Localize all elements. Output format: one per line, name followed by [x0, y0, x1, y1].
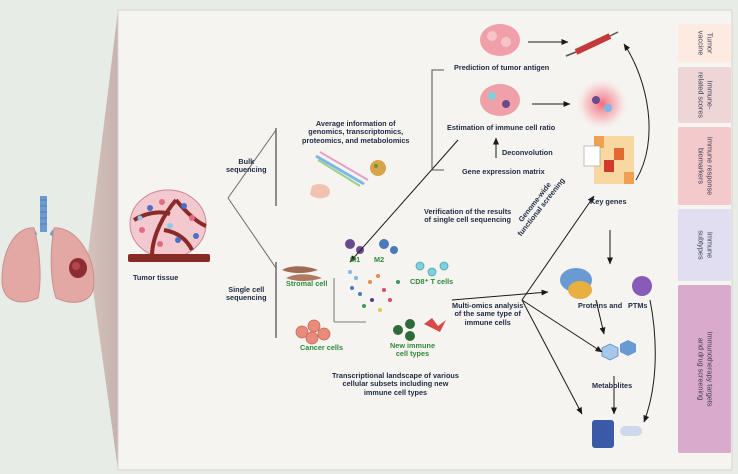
metabolites-icon	[601, 340, 636, 361]
sidebar-immune-related-scores-text: Immune- related scores	[696, 72, 715, 118]
zoom-wedge	[88, 10, 118, 470]
sidebar-immunotherapy-targets-text: Immunotherapy targets and drug screening	[696, 331, 715, 407]
tumor-tissue-label: Tumor tissue	[133, 273, 179, 282]
sidebar-immune-subtypes-text: Immune subtypes	[696, 230, 715, 260]
sidebar-immune-response-biomarkers-text: Immune response biomarkers	[696, 136, 715, 196]
immune-glow-icon	[576, 78, 628, 130]
multi-omics-label: Multi-omics analysis of the same type of…	[452, 301, 524, 327]
single-cell-sequencing-label: Single cell sequencing	[226, 285, 267, 303]
m2-label: M2	[374, 255, 385, 264]
cancer-cells-label: Cancer cells	[300, 343, 343, 352]
bulk-sequencing-label: Bulk sequencing	[226, 157, 267, 175]
transcriptional-landscape-label: Transcriptional landscape of various cel…	[332, 371, 459, 397]
vaccine-icon	[565, 31, 619, 57]
estimation-ratio-label: Estimation of immune cell ratio	[447, 123, 556, 132]
verification-label: Verification of the results of single ce…	[424, 207, 512, 225]
sidebar-immunotherapy-targets: Immunotherapy targets and drug screening	[678, 285, 731, 453]
flow-arrows	[349, 39, 656, 423]
bulk-omics-illustration	[310, 151, 386, 199]
proteins-icon	[560, 268, 592, 299]
umap-scatter	[348, 270, 400, 312]
new-immune-cell-types-label: New immune cell types	[390, 341, 436, 359]
bulk-info-label: Average information of genomics, transcr…	[302, 119, 410, 145]
drugs-icon	[592, 420, 642, 448]
main-panel	[117, 9, 733, 471]
stromal-cell-label: Stromal cell	[286, 279, 328, 288]
sidebar-immune-related-scores: Immune- related scores	[678, 67, 731, 123]
cd8-t-cells-label: CD8⁺ T cells	[410, 277, 454, 286]
immune-cells-icon	[480, 84, 520, 116]
tumor-antigen-icon	[480, 24, 520, 56]
key-genes-label: Key genes	[590, 197, 627, 206]
sidebar-immune-response-biomarkers: Immune response biomarkers	[678, 127, 731, 205]
m1-label: M1	[350, 255, 361, 264]
proteins-and-label: Proteins and	[578, 301, 623, 310]
prediction-antigen-label: Prediction of tumor antigen	[454, 63, 550, 72]
metabolites-label: Metabolites	[592, 381, 633, 390]
ptms-label: PTMs	[628, 301, 648, 310]
main-split-line	[227, 129, 277, 199]
sidebar-immune-subtypes: Immune subtypes	[678, 209, 731, 281]
ptms-icon	[632, 276, 652, 296]
tumor-tissue-illustration	[128, 189, 210, 262]
sidebar-tumor-vaccine: Tumor vaccine	[678, 24, 731, 62]
lungs-illustration	[1, 196, 95, 303]
deconvolution-label: Deconvolution	[502, 148, 553, 157]
single-cell-illustration	[282, 239, 449, 345]
gene-expression-matrix-label: Gene expression matrix	[462, 167, 545, 176]
sidebar-tumor-vaccine-text: Tumor vaccine	[696, 30, 715, 56]
heatmap-icon	[583, 136, 634, 184]
bulk-results-bracket	[431, 69, 444, 171]
